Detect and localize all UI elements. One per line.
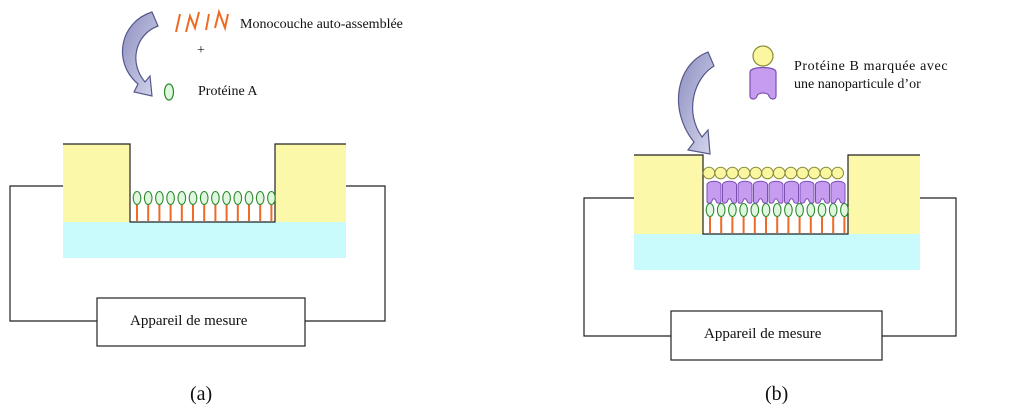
protein-a bbox=[199, 190, 209, 206]
panel-a bbox=[9, 8, 386, 347]
sam-layer-a bbox=[132, 190, 276, 221]
protein-b-gold-icon bbox=[749, 45, 777, 100]
gold-nanoparticle bbox=[831, 166, 845, 180]
protein-a bbox=[222, 190, 231, 206]
gold-nanoparticle bbox=[714, 166, 728, 180]
protein-a bbox=[132, 190, 142, 206]
protein-a-icon bbox=[163, 83, 175, 101]
circuit-wires-b bbox=[583, 197, 957, 337]
protein-b bbox=[815, 180, 830, 204]
protein-b bbox=[753, 180, 768, 204]
protein-b bbox=[737, 180, 753, 204]
measuring-device-label-a: Appareil de mesure bbox=[130, 313, 248, 329]
gold-nanoparticle bbox=[772, 166, 786, 180]
curved-arrow-icon bbox=[677, 51, 715, 155]
measuring-device-b bbox=[670, 310, 883, 361]
protein-a bbox=[233, 190, 243, 206]
protein-b bbox=[706, 180, 722, 204]
protein-a bbox=[267, 190, 276, 206]
protein-a bbox=[806, 202, 816, 218]
protein-a bbox=[817, 202, 827, 218]
protein-a bbox=[255, 190, 265, 206]
protein-a bbox=[739, 202, 748, 218]
caption-b: (b) bbox=[765, 383, 789, 405]
protein-b bbox=[830, 180, 846, 204]
plus-sign: + bbox=[197, 43, 205, 58]
gold-nanoparticle bbox=[749, 166, 763, 180]
electrode-left-a bbox=[63, 144, 130, 222]
electrode-right-a bbox=[275, 144, 346, 222]
protein-a bbox=[177, 190, 187, 206]
substrate-b bbox=[634, 234, 920, 270]
protein-a bbox=[716, 202, 726, 218]
protein-a bbox=[211, 190, 220, 206]
protein-a bbox=[143, 190, 153, 206]
electrode-left-b bbox=[634, 155, 703, 234]
caption-a: (a) bbox=[190, 383, 213, 405]
sam-label: Monocouche auto-assemblée bbox=[240, 17, 403, 32]
gold-nanoparticle bbox=[808, 166, 821, 180]
sam-chains-icon bbox=[175, 8, 229, 33]
measuring-device-label-b: Appareil de mesure bbox=[704, 326, 822, 342]
substrate-a bbox=[63, 222, 346, 258]
protein-a-label: Protéine A bbox=[198, 84, 258, 99]
protein-b bbox=[784, 180, 799, 204]
gold-nanoparticle bbox=[796, 166, 809, 180]
protein-a bbox=[784, 202, 793, 218]
protein-b bbox=[722, 180, 737, 204]
protein-a bbox=[750, 202, 760, 218]
panel-b bbox=[583, 45, 957, 361]
protein-a bbox=[155, 190, 164, 206]
protein-a bbox=[728, 202, 737, 218]
protein-a bbox=[761, 202, 771, 218]
protein-a bbox=[166, 190, 175, 206]
protein-a bbox=[705, 202, 715, 218]
protein-b-label-line1: Protéine B marquée avec bbox=[794, 59, 949, 74]
gold-nanoparticle bbox=[761, 166, 774, 180]
curved-arrow-icon bbox=[122, 11, 159, 97]
gold-nanoparticle bbox=[702, 166, 716, 180]
protein-a bbox=[840, 202, 849, 218]
protein-a bbox=[188, 190, 198, 206]
protein-a bbox=[772, 202, 782, 218]
electrode-outline-b bbox=[634, 154, 920, 235]
protein-a bbox=[795, 202, 804, 218]
sam-protein-layer-b bbox=[702, 166, 849, 233]
gold-nanoparticle bbox=[726, 166, 739, 180]
protein-a bbox=[828, 202, 838, 218]
protein-b-label-line2: une nanoparticule d’or bbox=[794, 77, 921, 92]
gold-nanoparticle bbox=[737, 166, 751, 180]
gold-nanoparticle bbox=[819, 166, 833, 180]
electrode-right-b bbox=[848, 155, 920, 234]
measuring-device-a bbox=[96, 297, 306, 347]
protein-b bbox=[768, 180, 784, 204]
circuit-wires-a bbox=[9, 185, 386, 322]
protein-b bbox=[799, 180, 815, 204]
electrode-outline-a bbox=[63, 143, 346, 223]
gold-nanoparticle bbox=[784, 166, 798, 180]
protein-a bbox=[244, 190, 254, 206]
